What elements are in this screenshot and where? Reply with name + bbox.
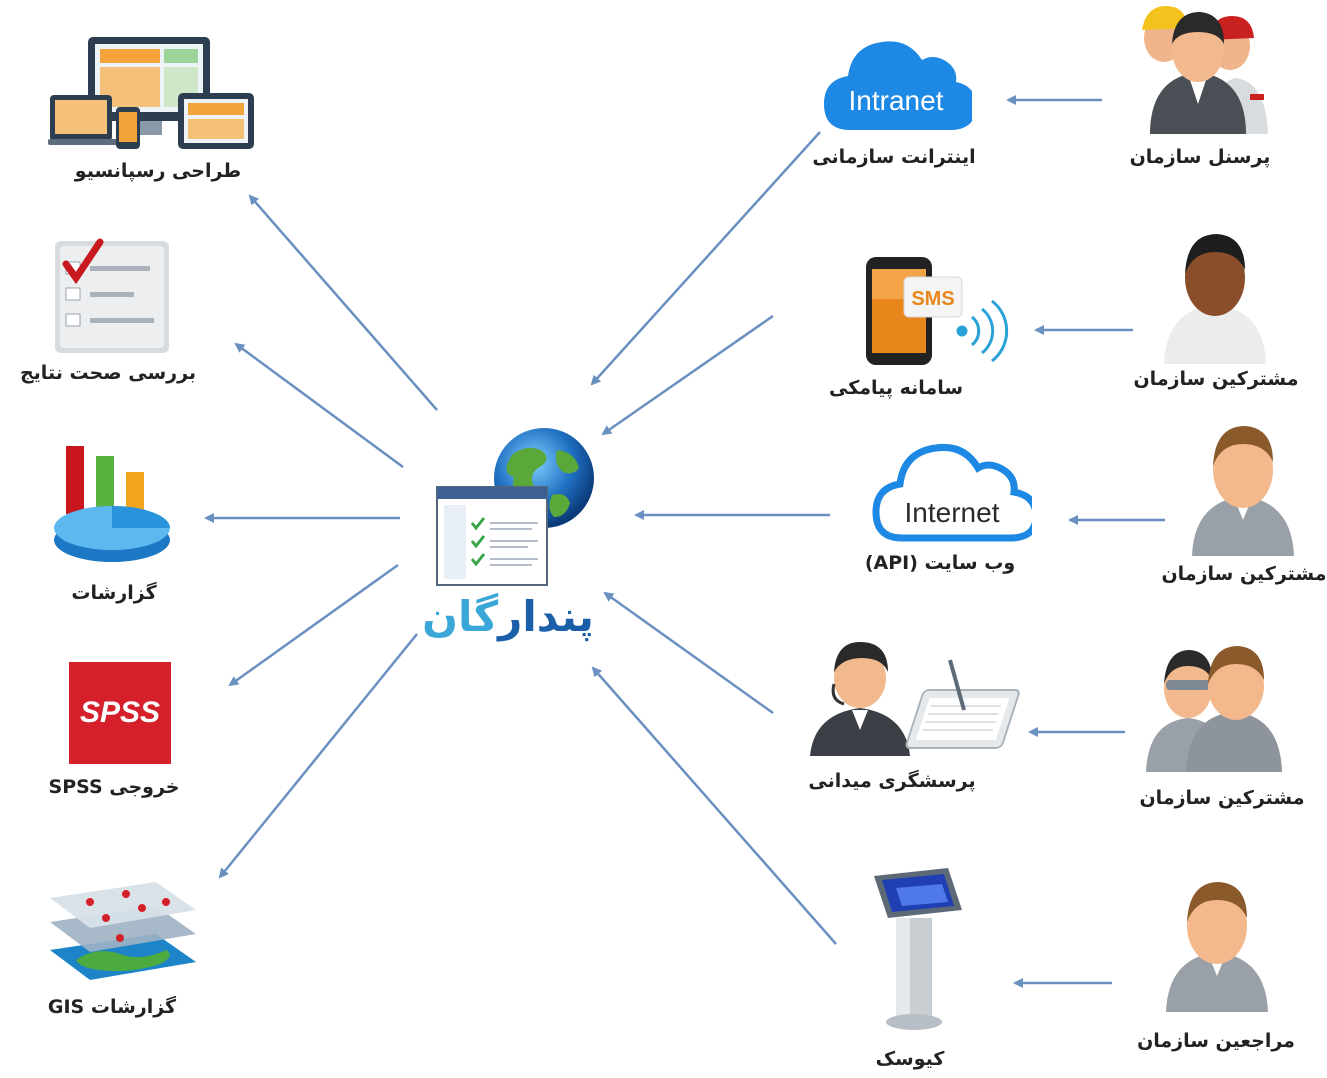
person-icon xyxy=(1192,426,1294,556)
cloud-icon: Intranet xyxy=(824,41,972,130)
spss-logo-icon: SPSS xyxy=(69,662,171,764)
staff-group-icon xyxy=(1142,6,1268,134)
arrow-center-to-validation xyxy=(234,342,404,469)
web-survey-globe-icon xyxy=(436,428,594,586)
responsive-devices-icon xyxy=(48,37,254,149)
channel-label-kiosk: کیوسک xyxy=(875,1048,945,1070)
interviewer-tablet-icon xyxy=(810,642,1020,756)
source-label-visitors: مراجعین سازمان xyxy=(1137,1030,1295,1052)
source-label-customers-2: مشترکین سازمان xyxy=(1161,563,1327,585)
source-label-customers-3: مشترکین سازمان xyxy=(1139,787,1305,809)
arrow-intranet-to-center xyxy=(590,131,821,386)
arrow-kiosk-to-center xyxy=(591,666,837,945)
cloud-badge-intranet: Intranet xyxy=(849,85,944,116)
checklist-icon xyxy=(55,238,169,353)
arrow-center-to-gis xyxy=(218,633,418,879)
cloud-icon: Internet xyxy=(872,443,1032,542)
brand-part-1: پندار xyxy=(498,592,594,641)
person-icon xyxy=(1166,882,1268,1012)
channel-label-intranet: اینترانت سازمانی xyxy=(812,146,976,168)
output-label-gis: گزارشات GIS xyxy=(47,996,177,1018)
kiosk-icon xyxy=(874,868,962,1030)
sms-phone-icon: SMS xyxy=(866,257,1009,365)
gis-map-layers-icon xyxy=(50,882,196,980)
channel-label-field: پرسشگری میدانی xyxy=(808,770,976,792)
brand-part-2: گان xyxy=(422,592,499,641)
output-label-responsive: طراحی رسپانسیو xyxy=(74,160,242,182)
brand-logo-text: پندارگان xyxy=(422,592,594,641)
output-label-reports: گزارشات xyxy=(71,582,157,604)
arrow-center-to-responsive xyxy=(248,194,438,411)
channel-label-website: وب سایت (API) xyxy=(864,552,1016,574)
cloud-badge-internet: Internet xyxy=(905,497,1000,528)
output-label-validation: بررسی صحت نتایج xyxy=(19,362,197,384)
person-icon xyxy=(1164,234,1266,364)
spss-logo-text: SPSS xyxy=(79,696,161,729)
channel-label-sms: سامانه پیامکی xyxy=(828,377,964,399)
output-label-spss: خروجی SPSS xyxy=(48,776,180,798)
source-label-customers-1: مشترکین سازمان xyxy=(1133,368,1299,390)
bar-pie-chart-icon xyxy=(54,446,170,562)
person-pair-icon xyxy=(1146,646,1282,772)
arrow-sms-to-center xyxy=(601,314,774,436)
arrow-center-to-spss xyxy=(228,563,399,687)
sms-badge-text: SMS xyxy=(911,288,954,310)
arrow-field-to-center xyxy=(603,591,774,715)
source-label-staff: پرسنل سازمان xyxy=(1129,146,1271,168)
